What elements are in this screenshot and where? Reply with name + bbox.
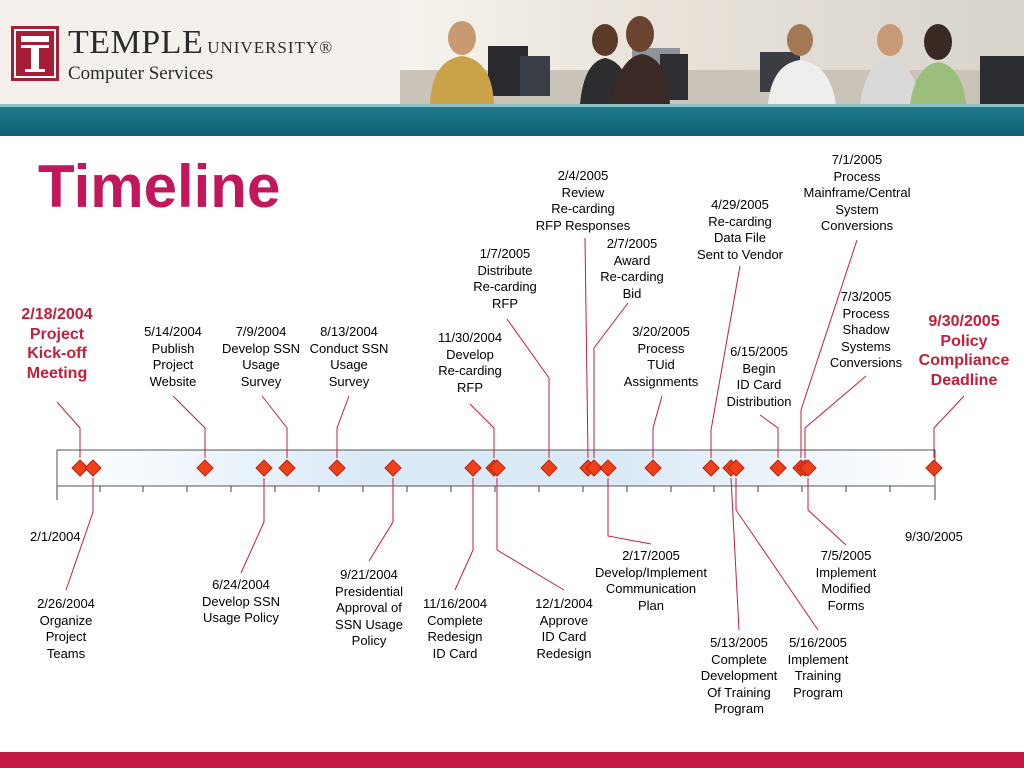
timeline-start-label: 2/1/2004 [30, 529, 81, 544]
leader-line-publish-website [172, 395, 206, 458]
milestone-label-kickoff: 2/18/2004 Project Kick-off Meeting [21, 306, 93, 382]
milestone-label-ssn-usage-policy: 6/24/2004 Develop SSN Usage Policy [201, 577, 281, 625]
milestone-label-award-bid: 2/7/2005 Award Re-carding Bid [600, 236, 664, 301]
milestone-marker-ssn-usage-policy [255, 459, 273, 477]
milestone-label-compliance-deadline: 9/30/2005 Policy Compliance Deadline [918, 313, 1010, 389]
milestone-label-data-file-vendor: 4/29/2005 Re-carding Data File Sent to V… [696, 197, 784, 262]
milestone-label-organize-teams: 2/26/2004 Organize Project Teams [37, 596, 95, 661]
milestone-markers [71, 459, 943, 477]
milestone-label-communication-plan: 2/17/2005 Develop/Implement Communicatio… [595, 548, 707, 613]
leader-line-shadow-conversions [804, 375, 867, 458]
footer-band [0, 752, 1024, 768]
milestone-label-id-card-distribution: 6/15/2005 Begin ID Card Distribution [726, 344, 792, 409]
brand-name: TEMPLE [68, 24, 204, 61]
milestone-label-modified-forms: 7/5/2005 Implement Modified Forms [815, 548, 877, 613]
milestone-marker-modified-forms [799, 459, 817, 477]
brand-suffix: UNIVERSITY® [207, 38, 334, 57]
milestone-marker-tuid-assignments [644, 459, 662, 477]
milestone-label-training-program-impl: 5/16/2005 Implement Training Program [787, 635, 849, 700]
leader-line-ssn-usage-policy [240, 478, 265, 574]
milestone-label-publish-website: 5/14/2004 Publish Project Website [144, 324, 202, 389]
slide-title: Timeline [38, 153, 281, 220]
milestone-label-tuid-assignments: 3/20/2005 Process TUid Assignments [623, 324, 699, 389]
leader-lines [56, 237, 965, 631]
leader-line-compliance-deadline [933, 395, 965, 458]
milestone-marker-ssn-usage-survey-dev [278, 459, 296, 477]
header-photo [400, 0, 1024, 104]
milestone-marker-publish-website [196, 459, 214, 477]
milestone-label-training-program-dev: 5/13/2005 Complete Development Of Traini… [700, 635, 778, 716]
leader-line-training-program-impl [735, 478, 819, 631]
leader-line-presidential-approval [368, 478, 394, 562]
leader-line-id-card-distribution [759, 414, 779, 458]
leader-line-develop-rfp [469, 403, 495, 458]
milestone-label-develop-rfp: 11/30/2004 Develop Re-carding RFP [437, 330, 503, 395]
leader-line-modified-forms [807, 478, 847, 546]
leader-line-review-rfp-responses [584, 237, 589, 459]
milestone-marker-distribute-rfp [540, 459, 558, 477]
timeline-end-label: 9/30/2005 [905, 529, 963, 544]
leader-line-mainframe-conversions [800, 239, 858, 458]
leader-line-tuid-assignments [652, 395, 663, 458]
leader-line-ssn-usage-survey-conduct [336, 395, 350, 458]
milestone-marker-complete-redesign [464, 459, 482, 477]
leader-line-training-program-dev [730, 477, 740, 631]
milestone-label-ssn-usage-survey-dev: 7/9/2004 Develop SSN Usage Survey [221, 324, 301, 389]
department-name: Computer Services [68, 63, 214, 84]
milestone-label-complete-redesign: 11/16/2004 Complete Redesign ID Card [422, 596, 488, 661]
leader-line-data-file-vendor [710, 265, 741, 458]
milestone-marker-kickoff [71, 459, 89, 477]
milestone-label-mainframe-conversions: 7/1/2005 Process Mainframe/Central Syste… [803, 152, 911, 233]
milestone-label-ssn-usage-survey-conduct: 8/13/2004 Conduct SSN Usage Survey [309, 324, 389, 389]
milestone-marker-award-bid [585, 459, 603, 477]
milestone-marker-organize-teams [84, 459, 102, 477]
milestone-marker-training-program-impl [727, 459, 745, 477]
milestone-label-distribute-rfp: 1/7/2005 Distribute Re-carding RFP [473, 246, 537, 311]
leader-line-distribute-rfp [506, 318, 550, 458]
milestone-marker-communication-plan [599, 459, 617, 477]
leader-line-approve-redesign [496, 478, 565, 591]
milestone-marker-compliance-deadline [925, 459, 943, 477]
leader-line-ssn-usage-survey-dev [261, 395, 288, 458]
milestone-label-shadow-conversions: 7/3/2005 Process Shadow Systems Conversi… [829, 289, 903, 370]
temple-logo [11, 26, 59, 81]
header-divider-band [0, 104, 1024, 136]
milestone-marker-ssn-usage-survey-conduct [328, 459, 346, 477]
leader-line-organize-teams [65, 478, 94, 591]
milestone-marker-id-card-distribution [769, 459, 787, 477]
timeline-ticks [56, 486, 936, 500]
leader-line-award-bid [593, 302, 629, 458]
leader-line-communication-plan [607, 478, 652, 545]
milestone-label-presidential-approval: 9/21/2004 Presidential Approval of SSN U… [335, 567, 403, 648]
leader-line-kickoff [56, 401, 81, 458]
milestone-label-review-rfp-responses: 2/4/2005 Review Re-carding RFP Responses [535, 168, 631, 233]
milestone-marker-presidential-approval [384, 459, 402, 477]
milestone-marker-data-file-vendor [702, 459, 720, 477]
leader-line-complete-redesign [454, 478, 474, 591]
milestone-label-approve-redesign: 12/1/2004 Approve ID Card Redesign [535, 596, 593, 661]
milestone-marker-approve-redesign [488, 459, 506, 477]
